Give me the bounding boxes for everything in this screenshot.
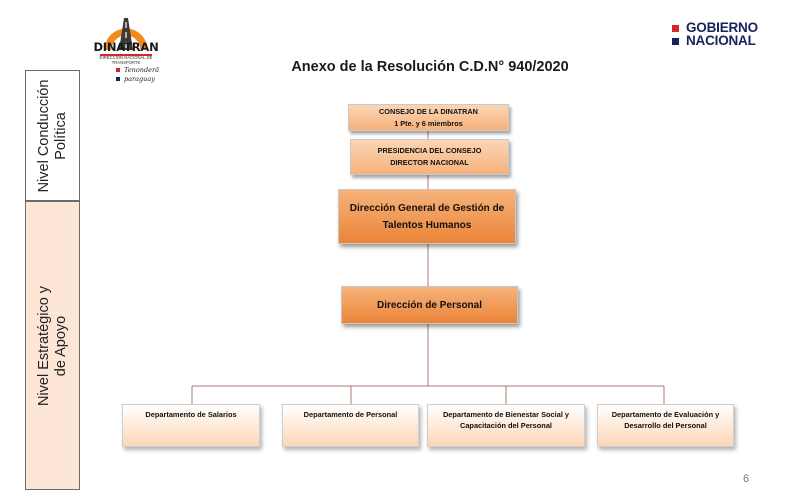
gobierno-line-1: GOBIERNO bbox=[686, 20, 758, 35]
gobierno-nacional-logo: GOBIERNO NACIONAL bbox=[686, 20, 758, 48]
box-direccion-personal: Dirección de Personal bbox=[341, 286, 518, 324]
box-direccion-general: Dirección General de Gestión de Talentos… bbox=[338, 189, 516, 244]
tagline-line-1: Tenonderã bbox=[124, 66, 159, 74]
presidencia-line-2: DIRECTOR NACIONAL bbox=[390, 158, 469, 167]
direccion-general-line-2: Talentos Humanos bbox=[382, 219, 472, 231]
dept-salarios-line-1: Departamento de Salarios bbox=[145, 410, 237, 419]
logo-tagline: Tenonderã paraguay bbox=[116, 66, 159, 83]
consejo-line-2: 1 Pte. y 6 miembros bbox=[394, 118, 463, 128]
logo-name: DINATRAN bbox=[93, 40, 159, 54]
tagline-line-2: paraguay bbox=[124, 74, 155, 83]
gobierno-line-2: NACIONAL bbox=[686, 32, 756, 48]
dept-evaluacion-line-2: Desarrollo del Personal bbox=[624, 421, 707, 430]
dept-evaluacion-line-1: Departamento de Evaluación y bbox=[611, 410, 720, 419]
dept-bienestar-line-1: Departamento de Bienestar Social y bbox=[442, 410, 570, 419]
box-consejo: CONSEJO DE LA DINATRAN 1 Pte. y 6 miembr… bbox=[348, 104, 509, 131]
page-number: 6 bbox=[743, 473, 750, 485]
dept-personal-line-1: Departamento de Personal bbox=[303, 410, 398, 419]
direccion-personal-line-1: Dirección de Personal bbox=[376, 299, 483, 311]
page-title: Anexo de la Resolución C.D.N° 940/2020 bbox=[291, 59, 569, 75]
direccion-general-line-1: Dirección General de Gestión de bbox=[349, 202, 505, 214]
logo-subtitle: DIRECCION NACIONAL DE TRANSPORTE bbox=[99, 55, 153, 65]
dept-bienestar-line-2: Capacitación del Personal bbox=[459, 421, 552, 430]
dinatran-logo-icon bbox=[100, 18, 152, 56]
box-dept-salarios: Departamento de Salarios bbox=[122, 404, 260, 447]
box-dept-personal: Departamento de Personal bbox=[282, 404, 419, 447]
gobierno-flag-icon bbox=[672, 25, 679, 45]
consejo-line-1: CONSEJO DE LA DINATRAN bbox=[379, 106, 478, 116]
box-dept-bienestar: Departamento de Bienestar Social y Capac… bbox=[427, 404, 585, 447]
tagline-red-dot-icon bbox=[116, 68, 120, 72]
tagline-blue-dot-icon bbox=[116, 77, 120, 81]
box-dept-evaluacion: Departamento de Evaluación y Desarrollo … bbox=[597, 404, 734, 447]
level-estrategico-apoyo: Nivel Estratégico y de Apoyo bbox=[25, 201, 80, 490]
box-presidencia: PRESIDENCIA DEL CONSEJO DIRECTOR NACIONA… bbox=[350, 139, 509, 175]
level-conduccion-politica: Nivel Conducción Política bbox=[25, 70, 80, 201]
presidencia-line-1: PRESIDENCIA DEL CONSEJO bbox=[377, 146, 482, 155]
